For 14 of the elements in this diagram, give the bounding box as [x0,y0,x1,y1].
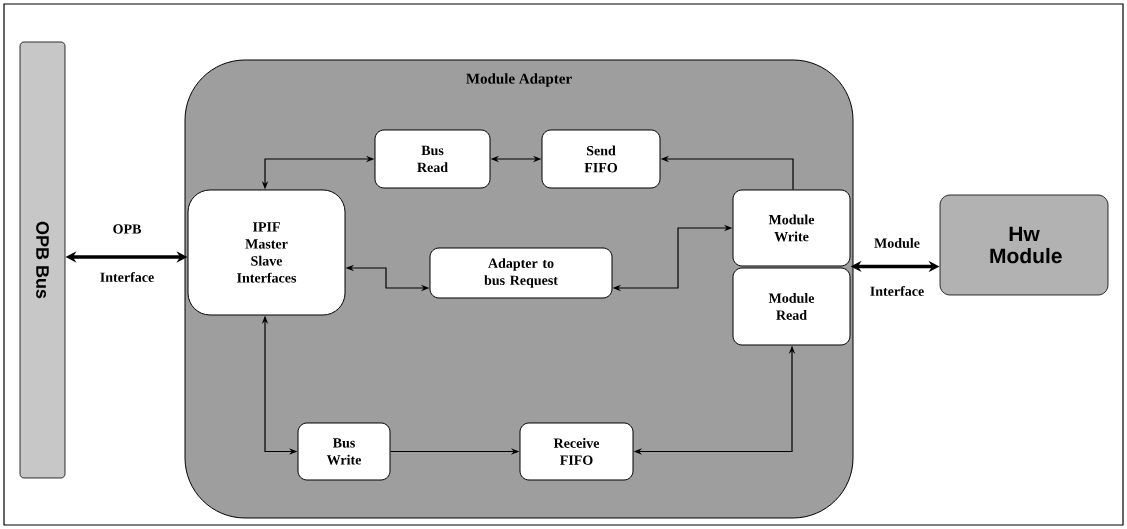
interface-label: Module [874,238,920,248]
bus-bar: OPB Bus [19,41,66,479]
interface-label: Interface [870,286,924,296]
process-box: IPIF Master Slave Interfaces [187,189,346,316]
process-box: Module Read [732,267,851,346]
interface-label: Interface [100,272,154,282]
process-box: Module Write [732,189,851,267]
process-box: Bus Write [297,422,391,481]
process-box: Send FIFO [541,129,661,189]
process-box: Receive FIFO [519,422,634,481]
module-box: Hw Module [939,194,1109,296]
process-box: Bus Read [374,129,491,189]
interface-label: OPB [113,224,141,234]
process-box: Adapter to bus Request [429,247,613,299]
